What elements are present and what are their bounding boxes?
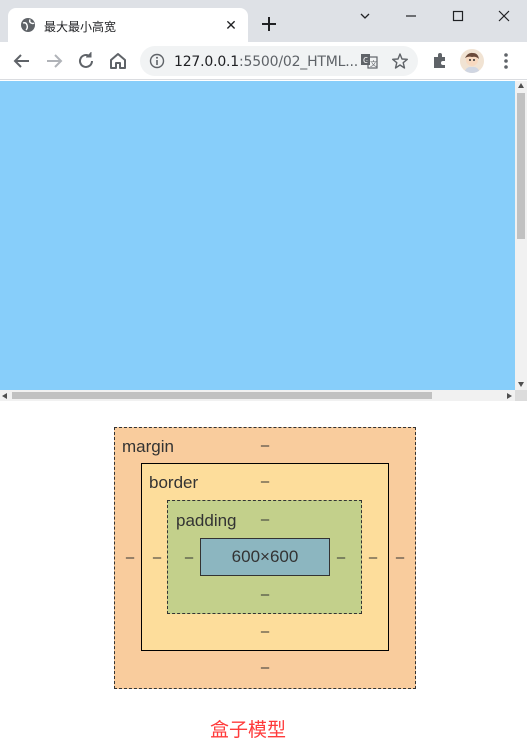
border-top-value[interactable]: –: [260, 473, 270, 490]
url-text[interactable]: 127.0.0.1:5500/02_HTML...: [174, 54, 358, 70]
home-icon[interactable]: [106, 49, 130, 73]
margin-right-value[interactable]: –: [395, 549, 405, 566]
close-window-icon[interactable]: [481, 4, 527, 28]
back-icon[interactable]: [10, 49, 34, 73]
padding-left-value[interactable]: –: [184, 549, 194, 566]
minimize-icon[interactable]: [388, 4, 434, 28]
svg-text:文: 文: [370, 59, 377, 68]
box-model-diagram: 600×600 margin border padding – – – – – …: [0, 401, 527, 750]
padding-bottom-value[interactable]: –: [260, 586, 270, 603]
tab-search-icon[interactable]: [342, 4, 388, 28]
caption-text: 盒子模型: [209, 719, 286, 741]
new-tab-icon[interactable]: [258, 13, 280, 35]
tab-strip: 最大最小高宽 ✕: [0, 0, 527, 42]
profile-avatar[interactable]: [460, 49, 484, 73]
tab-title: 最大最小高宽: [44, 20, 117, 34]
scroll-up-icon[interactable]: [518, 83, 524, 88]
border-label: border: [149, 473, 199, 492]
page-viewport: [0, 81, 527, 401]
scroll-right-icon[interactable]: [507, 393, 512, 399]
maximize-icon[interactable]: [435, 4, 481, 28]
horizontal-scroll-thumb[interactable]: [12, 392, 432, 399]
site-info-icon[interactable]: [149, 53, 165, 69]
scrollbar-corner: [515, 390, 527, 401]
extensions-icon[interactable]: [430, 51, 450, 71]
content-box[interactable]: 600×600: [200, 538, 330, 576]
horizontal-scrollbar[interactable]: [0, 390, 515, 401]
reload-icon[interactable]: [74, 49, 98, 73]
border-left-value[interactable]: –: [152, 549, 162, 566]
bookmark-star-icon[interactable]: [391, 52, 409, 70]
svg-text:G: G: [363, 56, 369, 65]
vertical-scroll-thumb[interactable]: [517, 93, 525, 239]
margin-left-value[interactable]: –: [125, 549, 135, 566]
border-right-value[interactable]: –: [368, 549, 378, 566]
margin-top-value[interactable]: –: [260, 437, 270, 454]
padding-right-value[interactable]: –: [336, 549, 346, 566]
url-path: :5500/02_HTML...: [239, 54, 358, 70]
close-tab-icon[interactable]: ✕: [225, 17, 237, 33]
padding-label: padding: [176, 511, 237, 530]
scroll-down-icon[interactable]: [518, 382, 524, 387]
browser-tab[interactable]: 最大最小高宽 ✕: [8, 8, 248, 42]
margin-bottom-value[interactable]: –: [260, 659, 270, 676]
url-host: 127.0.0.1: [174, 54, 239, 70]
margin-label: margin: [122, 437, 174, 456]
sky-blue-box: [0, 81, 515, 390]
vertical-scrollbar[interactable]: [515, 81, 527, 390]
border-bottom-value[interactable]: –: [260, 623, 270, 640]
more-menu-icon[interactable]: [498, 51, 514, 71]
padding-top-value[interactable]: –: [260, 511, 270, 528]
forward-icon[interactable]: [42, 49, 66, 73]
globe-icon: [20, 17, 36, 33]
scroll-left-icon[interactable]: [2, 393, 7, 399]
